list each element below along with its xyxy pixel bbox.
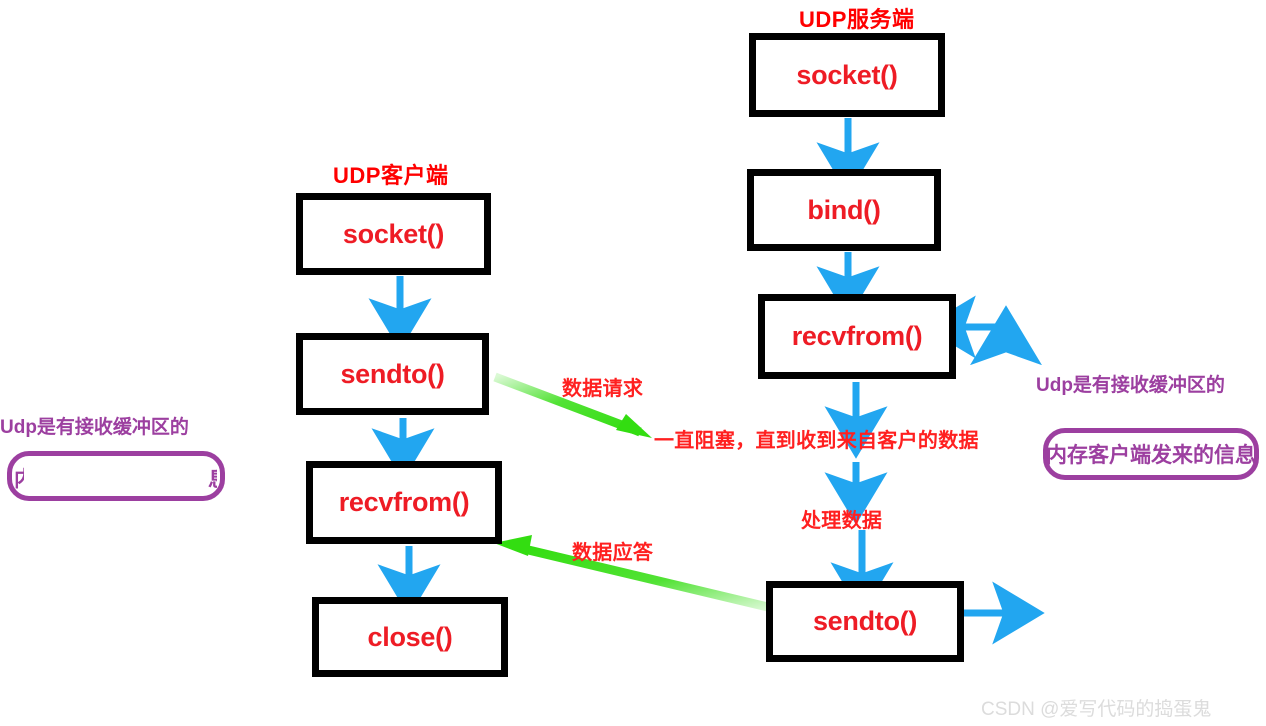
annotation-data-request: 数据请求 — [562, 378, 644, 400]
left-note-title: Udp是有接收缓冲区的 — [0, 417, 189, 438]
client-node-recvfrom-label: recvfrom() — [338, 487, 470, 517]
client-node-socket-label: socket() — [342, 218, 445, 249]
left-note-box — [7, 451, 225, 501]
server-column-title: UDP服务端 — [799, 7, 915, 32]
client-node-recvfrom[interactable]: recvfrom() — [306, 461, 502, 544]
annotation-data-response: 数据应答 — [572, 542, 654, 564]
server-node-sendto-label: sendto() — [812, 606, 918, 636]
annotation-process-data: 处理数据 — [801, 510, 883, 532]
server-node-recvfrom[interactable]: recvfrom() — [758, 294, 956, 379]
message-arrows — [493, 372, 774, 613]
right-note-title: Udp是有接收缓冲区的 — [1036, 375, 1225, 396]
left-note-fragment-end: 息 — [208, 463, 217, 493]
server-node-sendto[interactable]: sendto() — [766, 581, 964, 662]
client-node-socket[interactable]: socket() — [296, 193, 491, 275]
client-node-sendto[interactable]: sendto() — [296, 333, 489, 415]
annotation-blocking: 一直阻塞，直到收到来自客户的数据 — [654, 430, 979, 452]
server-node-socket[interactable]: socket() — [749, 33, 945, 117]
right-note-text: 内存客户端发来的信息 — [1046, 444, 1256, 467]
left-note-fragment-start: 内 — [14, 463, 24, 493]
client-node-close[interactable]: close() — [312, 597, 508, 677]
server-node-socket-label: socket() — [796, 59, 898, 90]
server-node-bind-label: bind() — [807, 194, 881, 225]
csdn-watermark: CSDN @爱写代码的捣蛋鬼 — [981, 699, 1212, 720]
right-note-box: 内存客户端发来的信息 — [1043, 428, 1259, 480]
client-node-close-label: close() — [367, 621, 453, 652]
server-node-bind[interactable]: bind() — [747, 169, 941, 251]
server-node-recvfrom-label: recvfrom() — [791, 321, 923, 351]
client-column-title: UDP客户端 — [333, 163, 449, 188]
client-node-sendto-label: sendto() — [340, 358, 445, 389]
